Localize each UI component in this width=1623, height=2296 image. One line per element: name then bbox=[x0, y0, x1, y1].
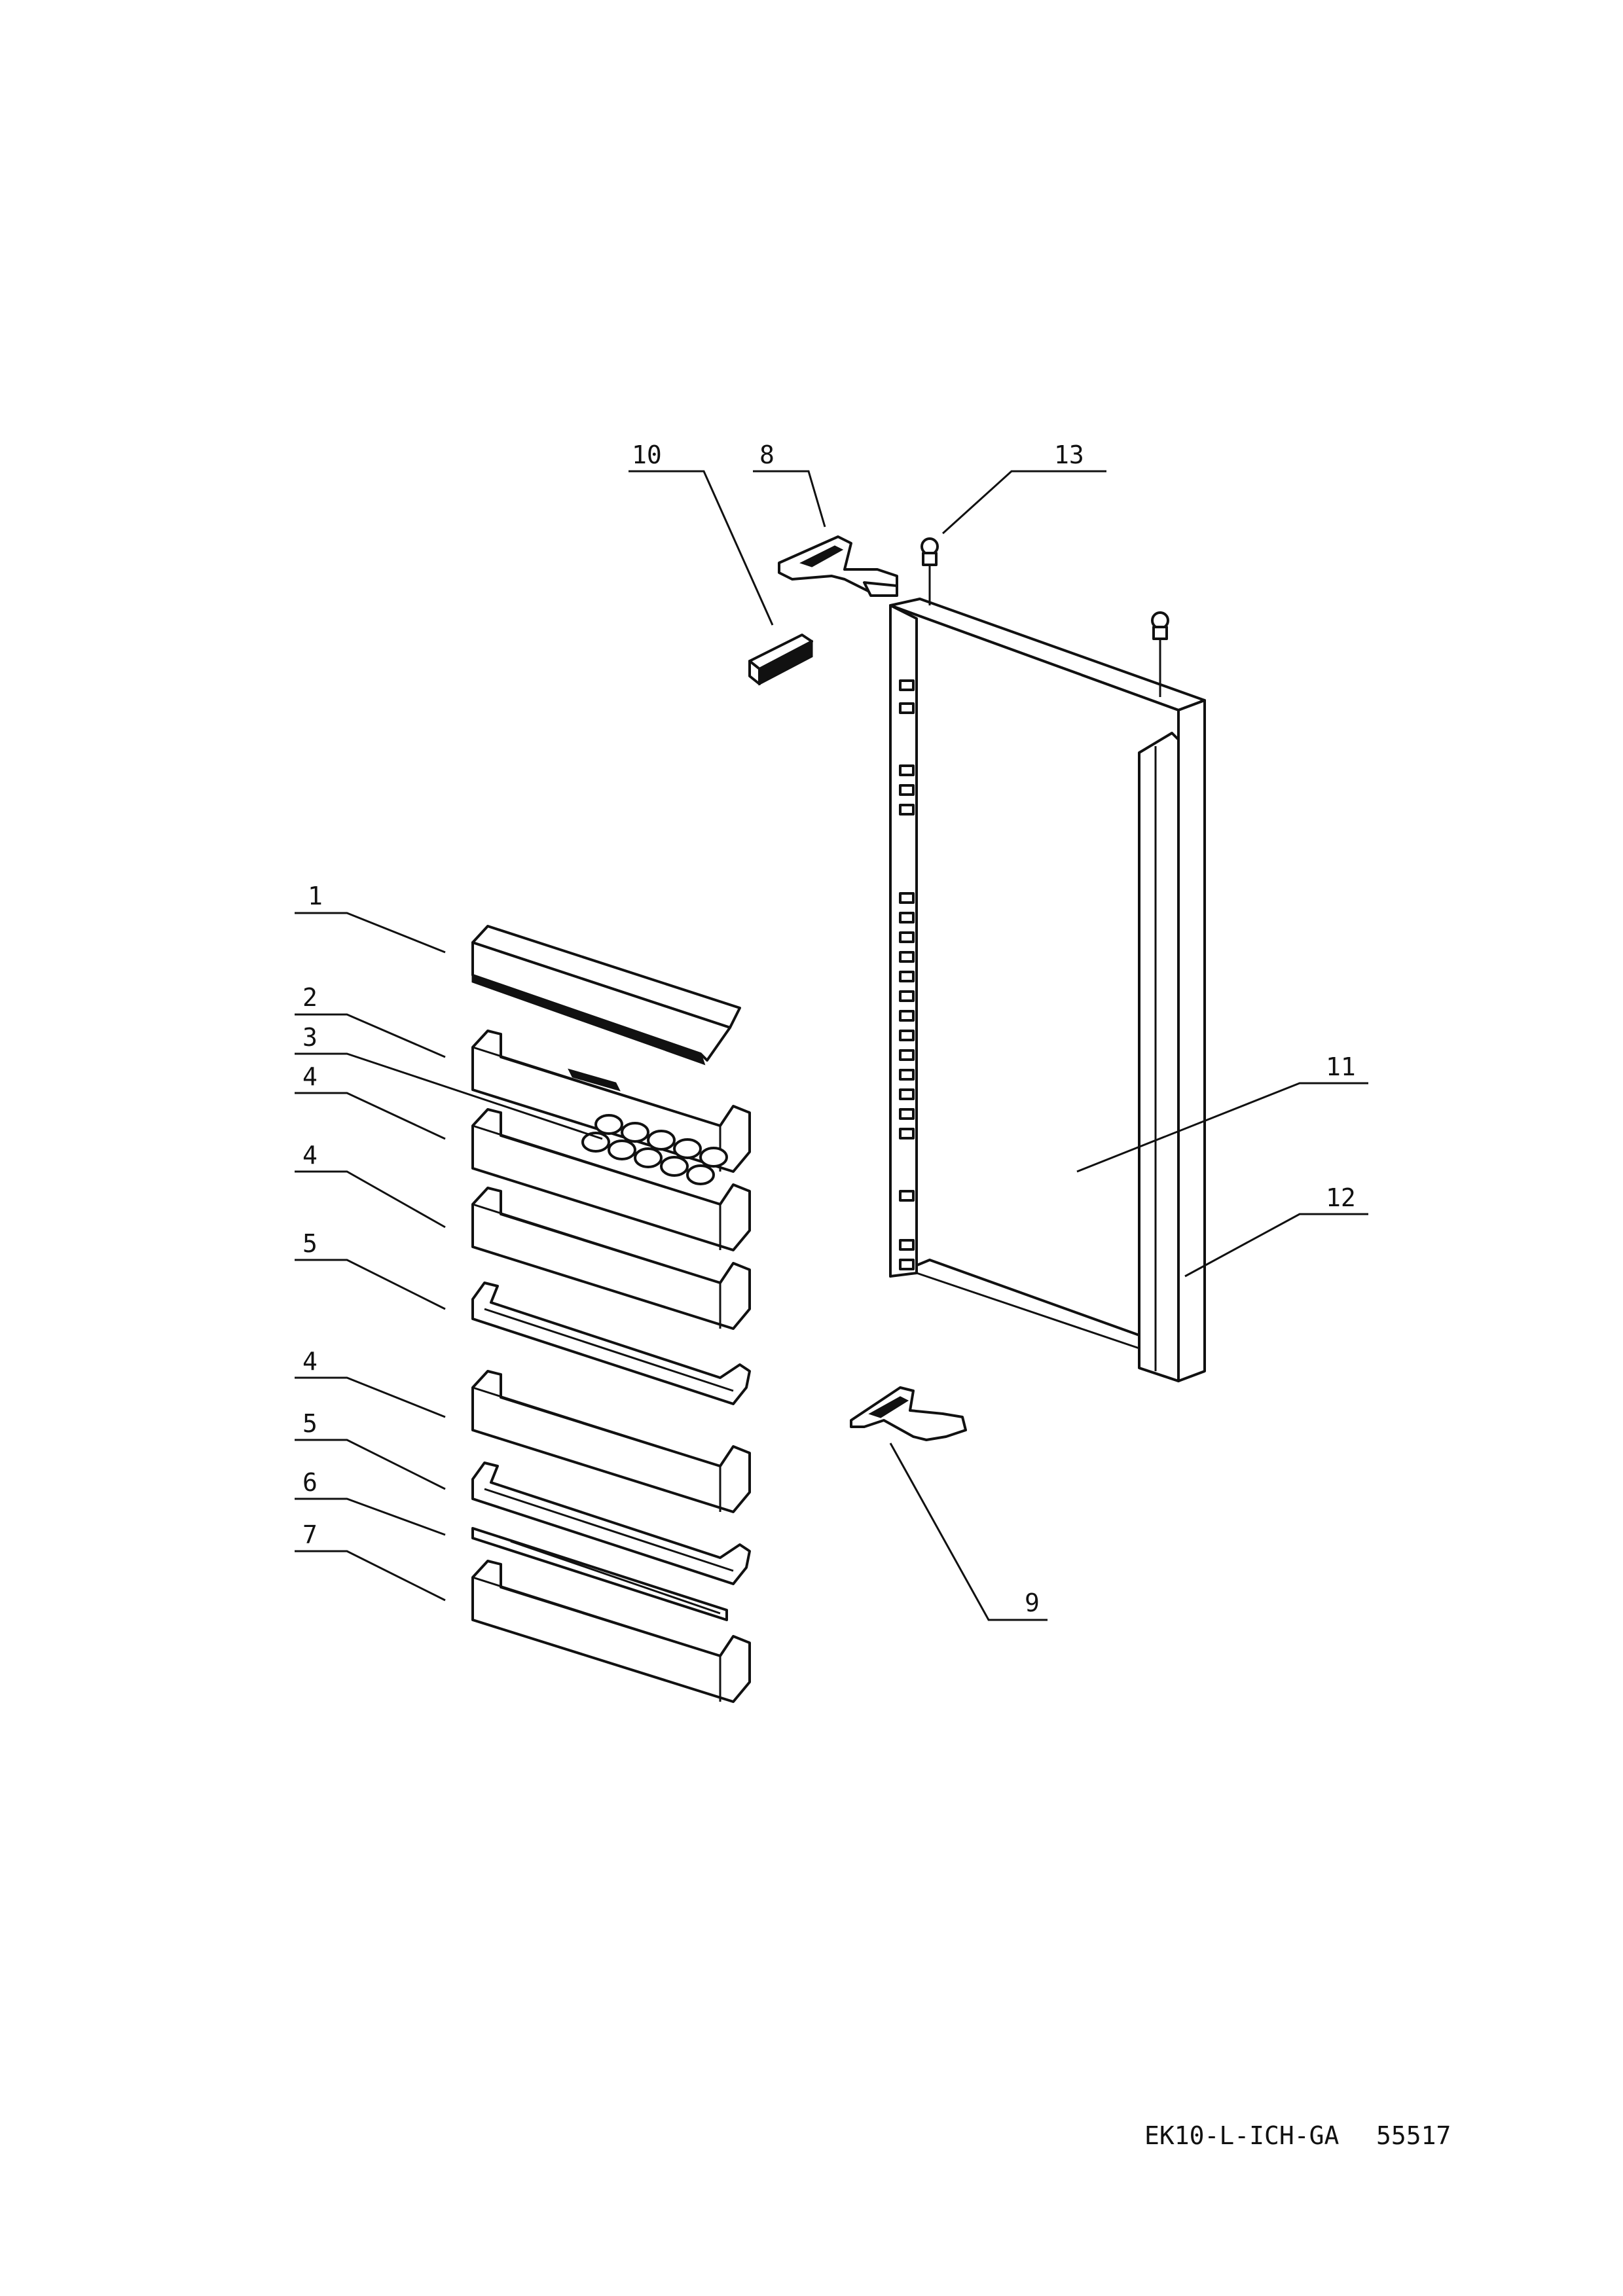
callout-12: 12 bbox=[1326, 1183, 1356, 1212]
shelf-cover-1 bbox=[471, 925, 741, 1066]
bottle-rail-5a bbox=[471, 1282, 751, 1405]
door-shelf-slots bbox=[899, 679, 915, 1270]
bottom-hinge bbox=[850, 1386, 967, 1441]
callout-1: 1 bbox=[308, 882, 323, 910]
door-panel bbox=[889, 598, 1206, 1382]
callout-6: 6 bbox=[302, 1468, 318, 1497]
door-shelf-4b bbox=[471, 1370, 751, 1513]
hinge-screw-right bbox=[1151, 611, 1169, 697]
bottle-retainer-6 bbox=[471, 1527, 728, 1621]
callout-4b: 4 bbox=[302, 1141, 318, 1170]
hinge-screw-left bbox=[921, 537, 939, 605]
callout-4a: 4 bbox=[302, 1062, 318, 1091]
cover-plate bbox=[748, 634, 813, 686]
callout-leaders bbox=[295, 470, 1368, 1621]
callout-labels: 1 2 3 4 4 5 4 5 6 7 8 9 10 11 12 13 bbox=[302, 440, 1356, 1617]
egg-tray-shelf bbox=[471, 1108, 751, 1251]
callout-10: 10 bbox=[632, 440, 662, 469]
callout-3: 3 bbox=[302, 1023, 318, 1052]
callout-9: 9 bbox=[1025, 1588, 1040, 1617]
model-code: EK10-L-ICH-GA bbox=[1144, 2121, 1340, 2150]
drawing-number: 55517 bbox=[1376, 2121, 1451, 2150]
callout-5b: 5 bbox=[302, 1409, 318, 1438]
drawing-code: EK10-L-ICH-GA 55517 bbox=[1144, 2121, 1451, 2150]
door-shelf-4a bbox=[471, 1187, 751, 1330]
bottle-rail-5b bbox=[471, 1462, 751, 1585]
callout-4c: 4 bbox=[302, 1347, 318, 1376]
callout-7: 7 bbox=[302, 1520, 318, 1549]
callout-11: 11 bbox=[1326, 1052, 1356, 1081]
top-hinge bbox=[778, 535, 898, 597]
door-shelf-7 bbox=[471, 1560, 751, 1703]
callout-8: 8 bbox=[759, 440, 775, 469]
callout-5a: 5 bbox=[302, 1229, 318, 1258]
callout-2: 2 bbox=[302, 983, 318, 1012]
callout-13: 13 bbox=[1054, 440, 1084, 469]
